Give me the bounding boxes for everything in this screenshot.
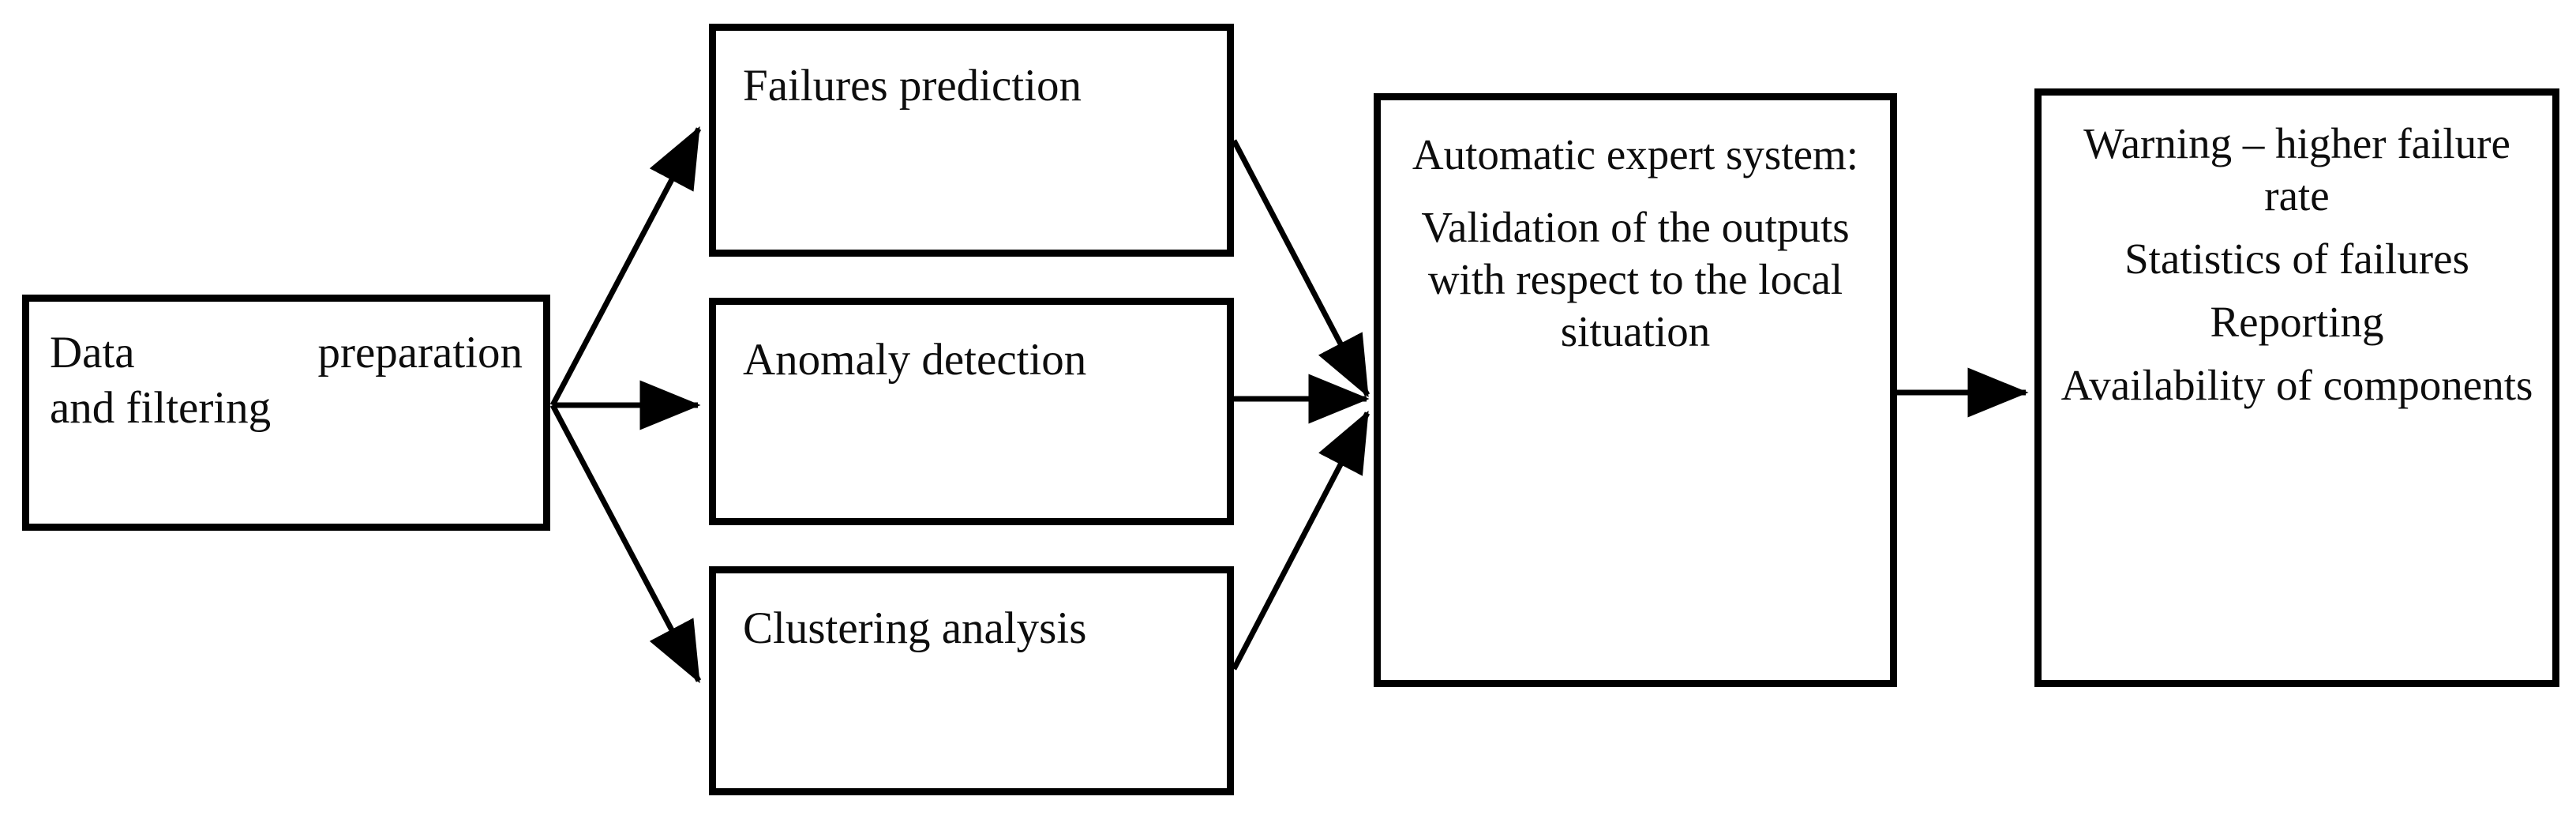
node-label: Failures prediction bbox=[716, 59, 1227, 112]
node-label: Automatic expert system: Validation of t… bbox=[1381, 129, 1890, 358]
edge-prep-to-clustering bbox=[549, 404, 702, 684]
node-anomaly-detection[interactable]: Anomaly detection bbox=[709, 298, 1234, 525]
node-outputs-warnings-statistics[interactable]: Warning – higher failure rate Statistics… bbox=[2034, 88, 2559, 687]
node-label-line-1: Clustering analysis bbox=[743, 603, 1087, 653]
edge-clustering-to-expert bbox=[1231, 410, 1370, 671]
node-label-paragraph-2: Validation of the outputs with respect t… bbox=[1421, 203, 1850, 355]
node-label: Clustering analysis bbox=[716, 602, 1227, 655]
node-label-paragraph-1: Automatic expert system: bbox=[1412, 130, 1859, 178]
node-label-line-1: Data preparation bbox=[50, 328, 523, 378]
node-clustering-analysis[interactable]: Clustering analysis bbox=[709, 566, 1234, 795]
node-label-line-1: Failures prediction bbox=[743, 61, 1082, 111]
node-label-line-1: Warning – higher failure rate bbox=[2083, 119, 2510, 220]
node-data-preparation-and-filtering[interactable]: Data preparation and filtering bbox=[22, 295, 550, 531]
node-label-line-1: Anomaly detection bbox=[743, 335, 1087, 385]
node-label: Anomaly detection bbox=[716, 333, 1227, 386]
edge-prep-to-failures bbox=[549, 126, 702, 407]
node-label-line-4: Availability of components bbox=[2060, 361, 2533, 409]
edge-failures-to-expert bbox=[1231, 139, 1370, 398]
node-label-line-2: Statistics of failures bbox=[2124, 235, 2469, 283]
node-label: Data preparation and filtering bbox=[29, 325, 543, 435]
node-label-line-3: Reporting bbox=[2210, 298, 2384, 346]
node-label-line-2: and filtering bbox=[50, 382, 272, 433]
node-failures-prediction[interactable]: Failures prediction bbox=[709, 24, 1234, 257]
node-label: Warning – higher failure rate Statistics… bbox=[2042, 118, 2552, 411]
node-automatic-expert-system[interactable]: Automatic expert system: Validation of t… bbox=[1374, 93, 1897, 687]
